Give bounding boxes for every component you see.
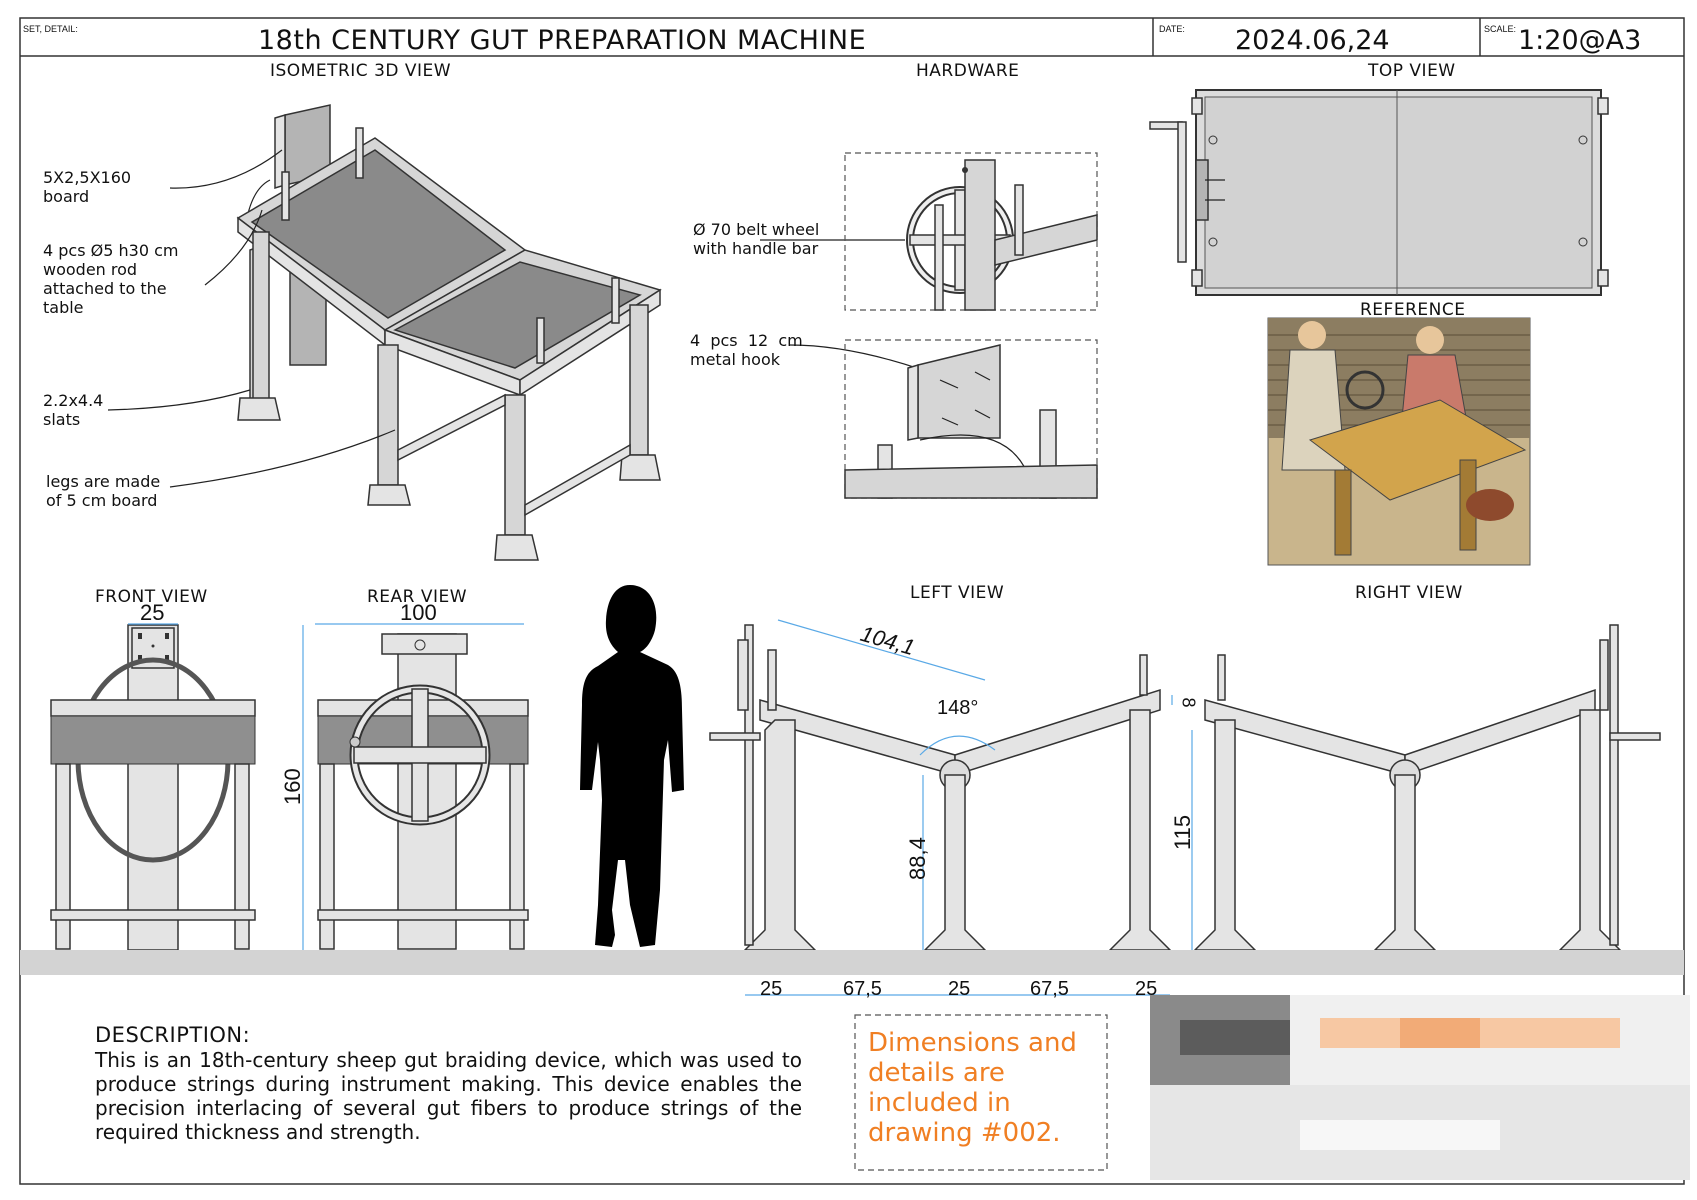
human-silhouette <box>580 585 684 947</box>
callout-box <box>854 1014 1108 1171</box>
right-view-drawing <box>1191 624 1661 951</box>
scale-value: 1:20@A3 <box>1518 25 1642 56</box>
description-body: This is an 18th-century sheep gut braidi… <box>95 1048 802 1144</box>
hardware-details <box>844 152 1098 499</box>
set-detail-label: SET, DETAIL: <box>23 24 78 34</box>
ground-strip <box>20 950 1684 975</box>
scale-label: SCALE: <box>1484 24 1517 34</box>
top-view-drawing <box>1149 89 1609 296</box>
view-label-rear: REAR VIEW <box>367 587 468 607</box>
blurred-stamp <box>1150 995 1690 1180</box>
left-view-drawing <box>709 619 1173 996</box>
view-label-right: RIGHT VIEW <box>1355 583 1463 603</box>
dim-left-inner-height: 88,4 <box>905 837 930 880</box>
dim-base-4: 67,5 <box>1030 978 1069 1000</box>
callout-text: Dimensions and details are included in d… <box>868 1028 1077 1148</box>
dim-base-5: 25 <box>1135 978 1158 1000</box>
annotation-hook: 4 pcs 12 cm metal hook <box>690 331 803 369</box>
description-heading: DESCRIPTION: <box>95 1023 251 1047</box>
view-label-top: TOP VIEW <box>1368 61 1456 81</box>
date-label: DATE: <box>1159 24 1185 34</box>
view-label-hardware: HARDWARE <box>916 61 1020 81</box>
dim-rear-height: 160 <box>280 768 305 805</box>
date-value: 2024.06,24 <box>1235 25 1390 56</box>
rear-view-drawing <box>302 623 529 950</box>
drawing-title: 18th CENTURY GUT PREPARATION MACHINE <box>258 25 867 56</box>
sheet-border <box>19 17 1685 1185</box>
dim-left-thickness: 8 <box>1178 697 1199 708</box>
annotation-board: 5X2,5X160 board <box>43 168 132 206</box>
annotation-leaders <box>107 149 951 488</box>
dim-base-1: 25 <box>760 978 783 1000</box>
isometric-drawing <box>236 104 662 561</box>
dim-right-height: 115 <box>1170 814 1195 850</box>
annotation-belt-wheel: Ø 70 belt wheel with handle bar <box>693 220 820 258</box>
dim-base-3: 25 <box>948 978 971 1000</box>
view-label-front: FRONT VIEW <box>95 587 208 607</box>
view-label-isometric: ISOMETRIC 3D VIEW <box>270 61 452 81</box>
reference-engraving <box>1267 317 1531 566</box>
annotation-rods: 4 pcs Ø5 h30 cm wooden rod attached to t… <box>43 241 179 317</box>
annotation-legs: legs are made of 5 cm board <box>46 472 161 510</box>
dim-front-width: 25 <box>140 600 165 625</box>
dim-base-2: 67,5 <box>843 978 882 1000</box>
dim-left-angle: 148° <box>937 697 979 719</box>
view-label-left: LEFT VIEW <box>910 583 1005 603</box>
dim-rear-width: 100 <box>400 600 437 625</box>
annotation-slats: 2.2x4.4 slats <box>43 391 104 429</box>
front-view-drawing <box>50 623 256 951</box>
view-label-reference: REFERENCE <box>1360 300 1466 320</box>
